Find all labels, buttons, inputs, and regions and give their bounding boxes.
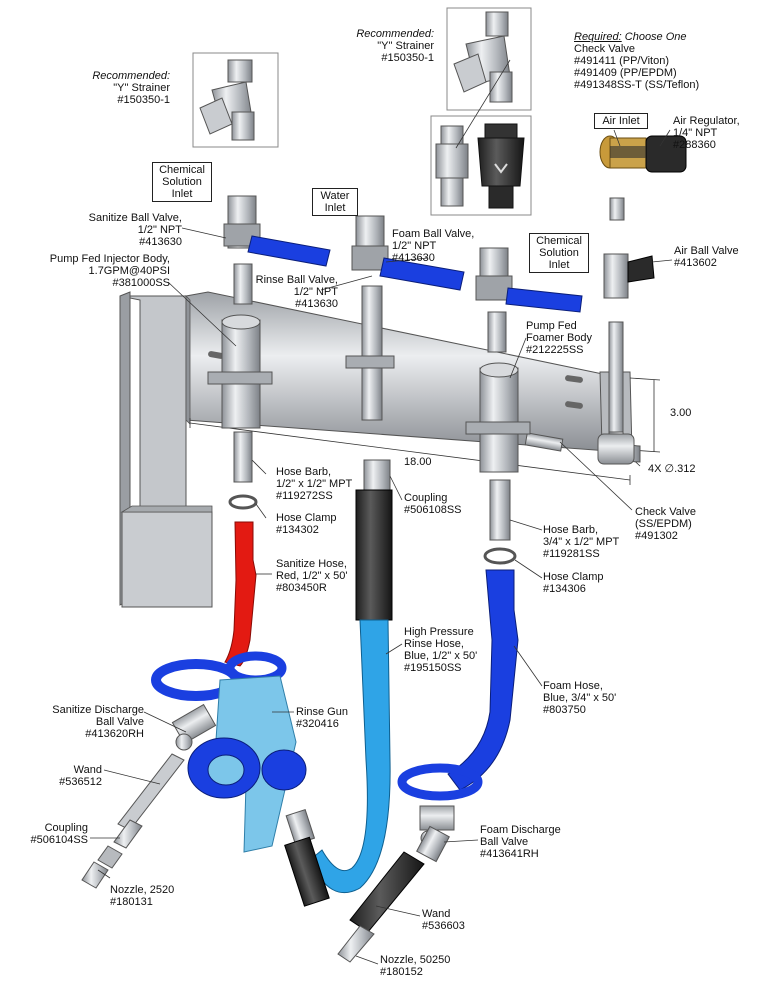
strainer-left-prefix: Recommended:	[92, 70, 170, 82]
air-regulator-label: Air Regulator, 1/4" NPT #288360	[673, 115, 740, 151]
chemical-inlet-right-box: Chemical Solution Inlet	[529, 233, 589, 273]
pump-fed-injector-label: Pump Fed Injector Body, 1.7GPM@40PSI #38…	[49, 253, 170, 289]
sanitize-ball-valve-label: Sanitize Ball Valve, 1/2" NPT #413630	[88, 212, 182, 248]
rinse-gun-image	[151, 651, 330, 907]
sanitize-discharge-label: Sanitize Discharge Ball Valve #413620RH	[52, 704, 144, 740]
hose-barb-right-label: Hose Barb, 3/4" x 1/2" MPT #119281SS	[543, 524, 620, 560]
chemical-inlet-left-box: Chemical Solution Inlet	[152, 162, 212, 202]
rinse-hose-light-blue	[309, 619, 391, 893]
rinse-hose-label: High Pressure Rinse Hose, Blue, 1/2" x 5…	[404, 626, 478, 674]
foam-nipple	[487, 311, 507, 353]
nozzle-left-label: Nozzle, 2520 #180131	[110, 884, 175, 908]
nozzle-right-label: Nozzle, 50250 #180152	[380, 954, 451, 978]
air-regulator-image	[599, 135, 687, 173]
air-nipple	[609, 197, 625, 221]
coupling-mid-image	[363, 459, 391, 491]
sanitize-hose-label: Sanitize Hose, Red, 1/2" x 50' #803450R	[276, 558, 348, 594]
hose-clamp-left-label: Hose Clamp #134302	[276, 512, 337, 536]
air-line-pipe	[597, 321, 641, 465]
dimension-holes: 4X ∅.312	[648, 463, 696, 475]
rinse-ball-valve-image	[351, 215, 465, 291]
leader-lines	[90, 59, 673, 965]
hose-barb-right-image	[489, 479, 511, 541]
dimension-height: 3.00	[670, 407, 692, 419]
coupling-mid-label: Coupling #506108SS	[404, 492, 462, 516]
required-word: Required:	[574, 31, 622, 43]
hose-barb-left-image	[233, 431, 253, 483]
hose-barb-left-label: Hose Barb, 1/2" x 1/2" MPT #119272SS	[276, 466, 353, 502]
strainer-top-label: "Y" Strainer #150350-1	[377, 40, 434, 64]
pump-fed-foamer-label: Pump Fed Foamer Body #212225SS	[526, 320, 593, 356]
foam-ball-valve-image	[475, 247, 583, 313]
air-ball-valve-label: Air Ball Valve #413602	[674, 245, 739, 269]
strainer-left-label: "Y" Strainer #150350-1	[113, 82, 170, 106]
hose-clamp-left-image	[228, 494, 258, 510]
pump-fed-foamer-body-image	[465, 362, 531, 473]
check-valve-ss-image	[524, 432, 564, 452]
foam-discharge-label: Foam Discharge Ball Valve #413641RH	[480, 824, 561, 860]
foam-hose-label: Foam Hose, Blue, 3/4" x 50' #803750	[543, 680, 617, 716]
foam-discharge-valve-and-wand	[337, 763, 483, 963]
y-strainer-top-image	[453, 11, 513, 103]
rinse-gun-label: Rinse Gun #320416	[296, 706, 348, 730]
pump-fed-injector-body-image	[207, 314, 273, 429]
foam-hose-blue	[447, 569, 519, 791]
wand-right-label: Wand #536603	[422, 908, 465, 932]
coupling-left-label: Coupling #506104SS	[30, 822, 89, 846]
strainer-top-prefix: Recommended:	[356, 28, 434, 40]
dimension-width: 18.00	[404, 456, 432, 468]
check-valve-options-image	[435, 123, 525, 209]
check-valve-ss-label: Check Valve (SS/EPDM) #491302	[635, 506, 696, 542]
sanitize-hose-red	[224, 521, 257, 667]
choose-one-text: Choose One	[621, 31, 687, 43]
air-inlet-box: Air Inlet	[594, 113, 648, 129]
air-ball-valve-image	[603, 253, 655, 299]
wand-left-label: Wand #536512	[59, 764, 102, 788]
y-strainer-left-image	[199, 59, 255, 141]
sanitize-discharge-valve-and-wand	[81, 703, 217, 889]
rinse-ball-valve-label: Rinse Ball Valve, 1/2" NPT #413630	[255, 274, 338, 310]
check-valve-options-label: Check Valve #491411 (PP/Viton) #491409 (…	[574, 43, 700, 91]
sanitize-ball-valve-image	[223, 195, 331, 267]
water-inlet-box: Water Inlet	[312, 188, 358, 216]
sanitize-nipple	[233, 263, 253, 305]
rinse-hose-black-upper	[355, 489, 393, 621]
foam-ball-valve-label: Foam Ball Valve, 1/2" NPT #413630	[392, 228, 475, 264]
hose-clamp-right-image	[483, 547, 517, 565]
check-valve-required-heading: Required: Choose One	[574, 31, 754, 43]
hose-clamp-right-label: Hose Clamp #134306	[543, 571, 604, 595]
rinse-pipe-image	[345, 285, 395, 421]
